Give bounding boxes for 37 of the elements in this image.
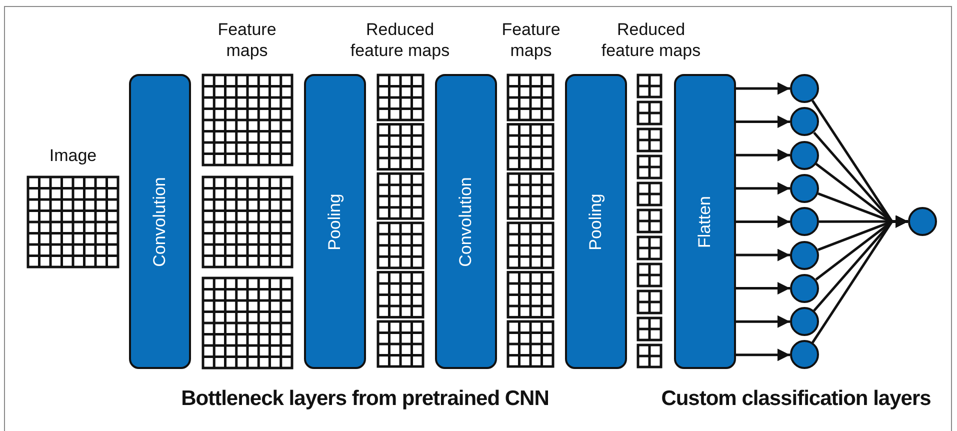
arrow [736, 348, 790, 362]
neuron-circle [790, 74, 819, 103]
neuron-circle [790, 207, 819, 236]
layer-box [674, 74, 736, 369]
layer-label: Pooling [586, 193, 606, 250]
layer-label: Convolution [456, 176, 476, 266]
layer-box [129, 74, 191, 369]
arrow [736, 116, 790, 128]
arrow [736, 315, 790, 328]
arrow [736, 148, 790, 162]
layer-label: Pooling [325, 193, 345, 250]
image-label: Image [48, 145, 98, 166]
arrow [736, 182, 790, 195]
layer-box [435, 74, 497, 369]
neuron-circle [790, 174, 819, 203]
column-label: Feature maps [216, 19, 278, 61]
layer-label: Flatten [695, 196, 715, 248]
neuron-circle [908, 207, 937, 236]
layer-box [565, 74, 627, 369]
neuron-circle [790, 140, 819, 170]
neuron-circle [790, 340, 819, 370]
neuron-circle [790, 307, 819, 336]
arrow [736, 282, 790, 295]
column-label: Reduced feature maps [349, 19, 451, 61]
arrow [736, 215, 790, 228]
section-caption: Bottleneck layers from pretrained CNN [180, 388, 550, 409]
arrow [736, 248, 790, 262]
neuron-circle [790, 107, 819, 136]
neuron-circle [790, 274, 819, 303]
column-label: Reduced feature maps [600, 19, 702, 61]
arrow [811, 215, 908, 344]
arrow [736, 82, 790, 95]
column-label: Feature maps [500, 19, 562, 61]
neuron-circle [790, 240, 819, 270]
layer-box [304, 74, 366, 369]
section-caption: Custom classification layers [660, 388, 932, 409]
layer-label: Convolution [150, 176, 170, 266]
